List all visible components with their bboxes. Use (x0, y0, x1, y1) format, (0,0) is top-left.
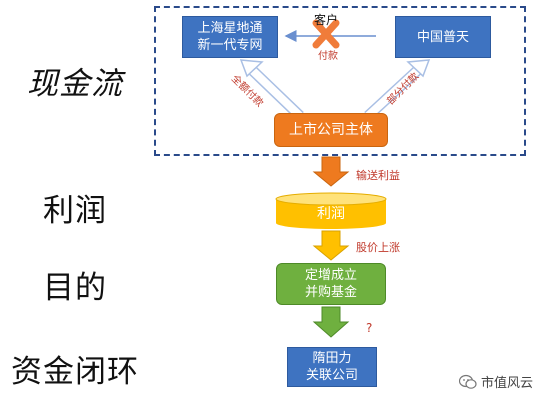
node-suitian-affiliate: 隋田力 关联公司 (287, 347, 377, 387)
cash-flow-frame (154, 6, 526, 156)
node-shanghai-label: 上海星地通 新一代专网 (197, 21, 263, 53)
node-listed-company-label: 上市公司主体 (289, 121, 373, 138)
node-shanghai-xingditong: 上海星地通 新一代专网 (182, 16, 278, 58)
label-cash-flow: 现金流 (27, 66, 123, 102)
arrow-listed-to-profit (312, 156, 350, 187)
label-capital-loop: 资金闭环 (11, 354, 139, 390)
edge-label-stock-rise: 股价上涨 (356, 241, 400, 254)
edge-label-question: ? (366, 321, 373, 335)
edge-label-payment: 付款 (318, 51, 338, 62)
arrow-placement-to-suitian (312, 306, 350, 338)
node-suitian-label: 隋田力 关联公司 (305, 351, 358, 383)
profit-cylinder-shape (275, 192, 387, 229)
label-profit: 利润 (43, 193, 107, 229)
wechat-icon (459, 374, 477, 389)
node-placement-label: 定增成立 并购基金 (304, 268, 357, 300)
arrow-profit-to-placement (312, 230, 350, 261)
edge-label-transfer-profit: 输送利益 (356, 169, 400, 182)
node-china-puna-label: 中国普天 (416, 29, 469, 45)
arrow-listed-to-puna (364, 59, 431, 121)
watermark: 市值风云 (459, 372, 533, 391)
node-profit-label: 利润 (317, 206, 345, 222)
watermark-text: 市值风云 (481, 376, 534, 391)
arrow-listed-to-shanghai (239, 59, 304, 120)
cross-icon (312, 19, 340, 49)
edge-label-customer: 客户 (314, 13, 339, 27)
node-china-puna: 中国普天 (395, 16, 491, 58)
label-purpose: 目的 (43, 270, 107, 306)
node-listed-company: 上市公司主体 (274, 113, 388, 147)
node-placement-fund: 定增成立 并购基金 (276, 263, 386, 305)
